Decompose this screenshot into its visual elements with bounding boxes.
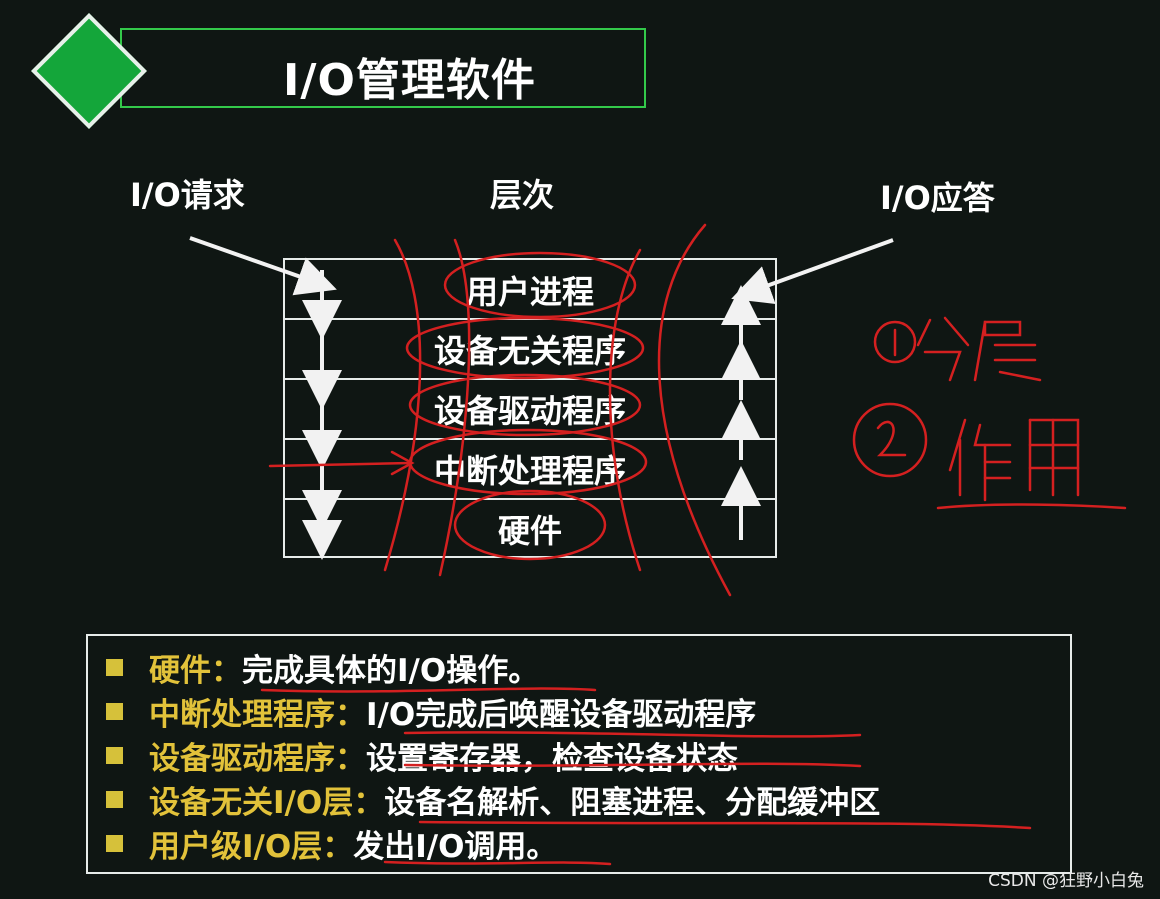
yellow-square-bullet-icon <box>106 746 123 764</box>
layer-label: 设备驱动程序 <box>433 392 626 430</box>
slide-title: I/O管理软件 <box>283 55 536 106</box>
desc-interrupt-handler: 中断处理程序： I/O完成后唤醒设备驱动程序 <box>106 688 756 734</box>
yellow-square-bullet-icon <box>106 658 123 676</box>
yellow-square-bullet-icon <box>106 834 123 852</box>
layer-label: 用户进程 <box>465 273 594 311</box>
layer-table: 用户进程 设备无关程序 设备驱动程序 中断处理程序 硬件 <box>283 258 777 558</box>
layer-hardware: 硬件 <box>285 498 775 558</box>
levels-label: 层次 <box>490 176 555 214</box>
desc-term: 设备驱动程序： <box>149 740 366 777</box>
annotation-number-two <box>852 402 928 478</box>
desc-device-independent: 设备无关I/O层： 设备名解析、阻塞进程、分配缓冲区 <box>106 776 880 822</box>
desc-user-level: 用户级I/O层： 发出I/O调用。 <box>106 820 557 866</box>
desc-hardware: 硬件： 完成具体的I/O操作。 <box>106 644 539 690</box>
io-response-label: I/O应答 <box>880 179 995 217</box>
watermark: CSDN @狂野小白兔 <box>988 871 1144 891</box>
yellow-square-bullet-icon <box>106 790 123 808</box>
layer-label: 设备无关程序 <box>433 332 626 370</box>
layer-user-process: 用户进程 <box>285 260 775 320</box>
desc-definition: 设置寄存器，检查设备状态 <box>366 740 738 777</box>
desc-term: 用户级I/O层： <box>149 828 354 865</box>
layer-label: 硬件 <box>497 512 562 550</box>
annotation-underline <box>936 503 1127 510</box>
yellow-square-bullet-icon <box>106 702 123 720</box>
layer-interrupt-handler: 中断处理程序 <box>285 438 775 498</box>
desc-definition: 发出I/O调用。 <box>353 828 558 865</box>
annotation-number-one <box>873 320 917 364</box>
io-request-label: I/O请求 <box>130 176 245 214</box>
desc-definition: 设备名解析、阻塞进程、分配缓冲区 <box>384 784 881 821</box>
desc-definition: 完成具体的I/O操作。 <box>242 652 540 689</box>
desc-term: 设备无关I/O层： <box>149 784 385 821</box>
desc-device-driver: 设备驱动程序： 设置寄存器，检查设备状态 <box>106 732 738 778</box>
description-box: 硬件： 完成具体的I/O操作。 中断处理程序： I/O完成后唤醒设备驱动程序 设… <box>86 634 1072 874</box>
desc-definition: I/O完成后唤醒设备驱动程序 <box>366 696 757 733</box>
layer-device-driver: 设备驱动程序 <box>285 378 775 438</box>
title-frame <box>120 28 646 108</box>
layer-label: 中断处理程序 <box>433 452 626 490</box>
desc-term: 中断处理程序： <box>149 696 366 733</box>
layer-device-independent: 设备无关程序 <box>285 318 775 378</box>
desc-term: 硬件： <box>149 652 242 689</box>
